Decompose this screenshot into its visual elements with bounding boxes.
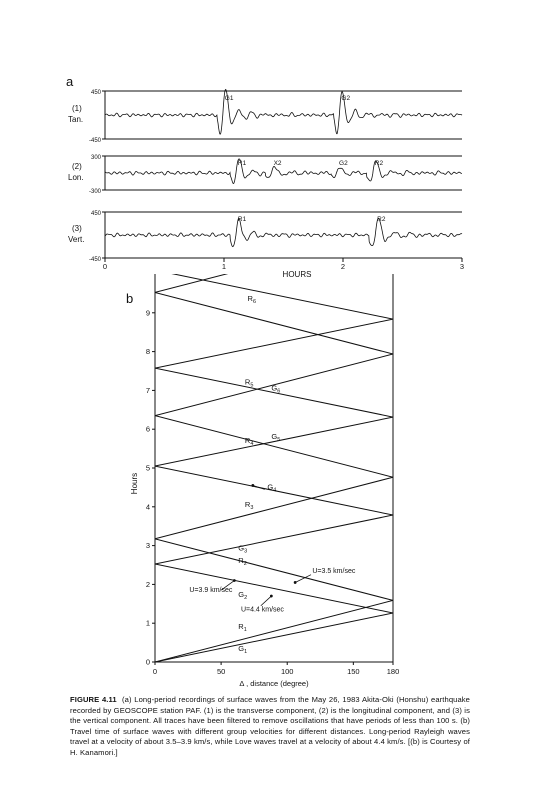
- major-arc-line: [155, 0, 393, 25]
- arrival-label: R2: [377, 216, 386, 223]
- minor-arc-line: [155, 476, 393, 540]
- panel-b-label: b: [126, 291, 133, 306]
- y-axis-title: Hours: [130, 473, 139, 494]
- trace-number: (3): [72, 224, 82, 233]
- major-arc-line: [155, 465, 393, 516]
- major-arc-line: [155, 415, 393, 478]
- x-tick-label: 100: [281, 667, 294, 676]
- annotation-arrow: [260, 595, 272, 607]
- trace-ymin-label: -300: [89, 189, 102, 195]
- trace-ymax-label: 450: [91, 90, 102, 96]
- major-arc-line: [155, 169, 393, 231]
- minor-arc-line: [155, 514, 393, 565]
- trace-number: (2): [72, 162, 82, 171]
- velocity-annotation: U=4.4 km/sec: [241, 607, 284, 614]
- x-tick-label: 0: [103, 262, 107, 271]
- wave-label: R1: [238, 622, 246, 633]
- minor-arc-line: [155, 25, 393, 74]
- wave-label: R5: [245, 378, 253, 389]
- arrival-label: R1: [238, 160, 247, 167]
- figure-caption: FIGURE 4.11 (a) Long-period recordings o…: [70, 695, 470, 759]
- arrival-label: R2: [375, 160, 384, 167]
- trace-component-label: Lon.: [68, 173, 84, 182]
- wave-label: G3: [238, 543, 247, 554]
- y-tick-label: 7: [146, 386, 150, 395]
- wave-label: G5: [271, 432, 280, 443]
- minor-arc-line: [155, 318, 393, 369]
- x-tick-label: 1: [222, 262, 226, 271]
- caption-label: FIGURE 4.11: [70, 695, 117, 704]
- arrival-label: R1: [238, 216, 247, 223]
- major-arc-line: [171, 274, 393, 320]
- seismogram-trace: [104, 88, 463, 135]
- y-tick-label: 5: [146, 464, 150, 473]
- wave-label: G2: [238, 590, 247, 601]
- trace-component-label: Vert.: [68, 235, 84, 244]
- velocity-annotation: U=3.9 km/sec: [189, 587, 232, 594]
- trace-ymax-label: 450: [91, 211, 102, 217]
- caption-text: (a) Long-period recordings of surface wa…: [70, 695, 471, 757]
- minor-arc-line: [155, 0, 393, 46]
- arrival-label: X2: [274, 160, 282, 167]
- arrow-head: [232, 579, 236, 582]
- x-tick-label: 3: [460, 262, 464, 271]
- trace-ymin-label: -450: [89, 138, 102, 144]
- annotation-arrow: [294, 574, 312, 583]
- y-tick-label: 8: [146, 347, 150, 356]
- y-tick-label: 3: [146, 541, 150, 550]
- travel-time-lines: [155, 0, 393, 662]
- arrow-head: [293, 581, 297, 584]
- major-arc-line: [155, 538, 393, 601]
- x-axis-title: Δ , distance (degree): [239, 679, 309, 688]
- annotation-arrow: [220, 580, 235, 591]
- trace-number: (1): [72, 104, 82, 113]
- major-arc-line: [155, 563, 393, 614]
- y-tick-label: 9: [146, 308, 150, 317]
- minor-arc-line: [155, 221, 393, 270]
- arrival-label: G1: [225, 95, 234, 102]
- y-tick-label: 4: [146, 502, 150, 511]
- annotation-arrow: [252, 485, 265, 490]
- major-arc-line: [155, 291, 393, 355]
- major-arc-line: [155, 46, 393, 108]
- x-tick-label: 0: [153, 667, 157, 676]
- panel-a-label: a: [66, 74, 74, 89]
- y-tick-label: 6: [146, 425, 150, 434]
- x-tick-label: 180: [387, 667, 400, 676]
- panel-b-travel-time-chart: 0 50 100 150 180 0 1 2 3 4 5 6 7 8 9 Δ , distance (degr…: [130, 0, 400, 688]
- major-arc-line: [155, 367, 393, 418]
- x-tick-label: 2: [341, 262, 345, 271]
- trace-component-label: Tan.: [68, 115, 83, 124]
- wave-label: R6: [248, 294, 256, 305]
- wave-label: R3: [245, 500, 253, 511]
- x-tick-label: 50: [217, 667, 225, 676]
- velocity-annotation: U=3.5 km/sec: [312, 568, 355, 575]
- arrow-head: [269, 594, 273, 598]
- arrow-head: [251, 484, 255, 487]
- seismogram-trace: [104, 158, 462, 184]
- minor-arc-line: [155, 612, 393, 662]
- y-tick-label: 0: [146, 658, 150, 667]
- trace-ymax-label: 300: [91, 155, 102, 161]
- wave-label: R4: [245, 436, 253, 447]
- wave-label: G6: [271, 383, 280, 394]
- trace-ymin-label: -450: [89, 257, 102, 263]
- wave-label: G1: [238, 644, 247, 655]
- y-tick-label: 2: [146, 580, 150, 589]
- minor-arc-line: [155, 274, 229, 293]
- wave-label: G4: [267, 482, 276, 493]
- y-tick-label: 1: [146, 619, 150, 628]
- major-arc-line: [155, 172, 393, 221]
- minor-arc-line: [155, 416, 393, 467]
- arrival-label: G2: [341, 95, 350, 102]
- x-tick-label: 150: [347, 667, 360, 676]
- minor-arc-line: [155, 353, 393, 417]
- wave-label: R2: [238, 556, 246, 567]
- minor-arc-line: [155, 599, 393, 662]
- x-axis-title: HOURS: [283, 270, 312, 279]
- arrival-label: G2: [339, 160, 348, 167]
- seismogram-trace: [104, 217, 463, 248]
